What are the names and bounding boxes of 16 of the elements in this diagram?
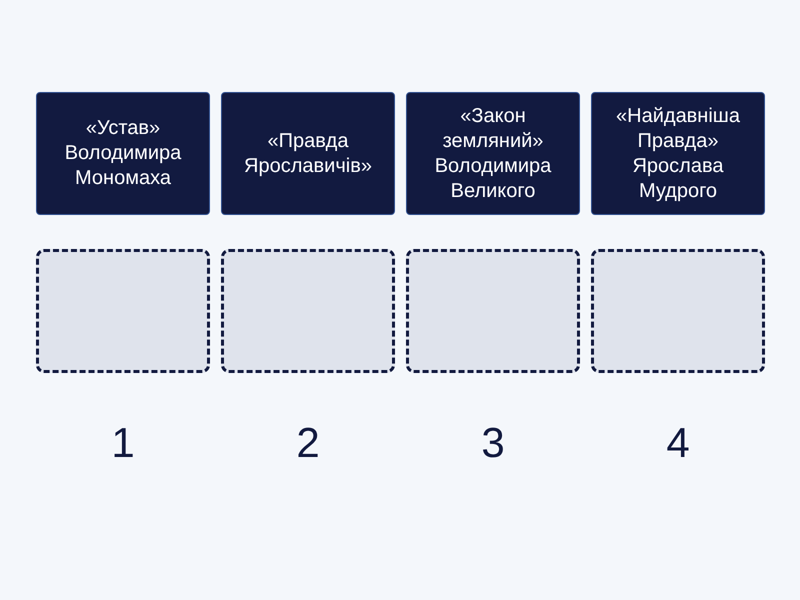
answer-tile [221,92,395,215]
drop-slot [221,249,395,373]
drop-slot [406,249,580,373]
slot-number: 1 [110,419,136,467]
slot-number: 4 [665,419,691,467]
tile-text: «Правда Ярославичів» [243,128,373,178]
answer-tile [36,92,210,215]
slot-number: 2 [295,419,321,467]
tile-text: «Устав» Володимира Мономаха [64,116,182,191]
tile-text: «Закон земляний» Володимира Великого [434,104,552,204]
drop-slot [591,249,765,373]
slot-number: 3 [480,419,506,467]
tile-text: «Найдавніша Правда» Ярослава Мудрого [615,104,741,204]
answer-tile [406,92,580,215]
drop-slot [36,249,210,373]
answer-tile [591,92,765,215]
